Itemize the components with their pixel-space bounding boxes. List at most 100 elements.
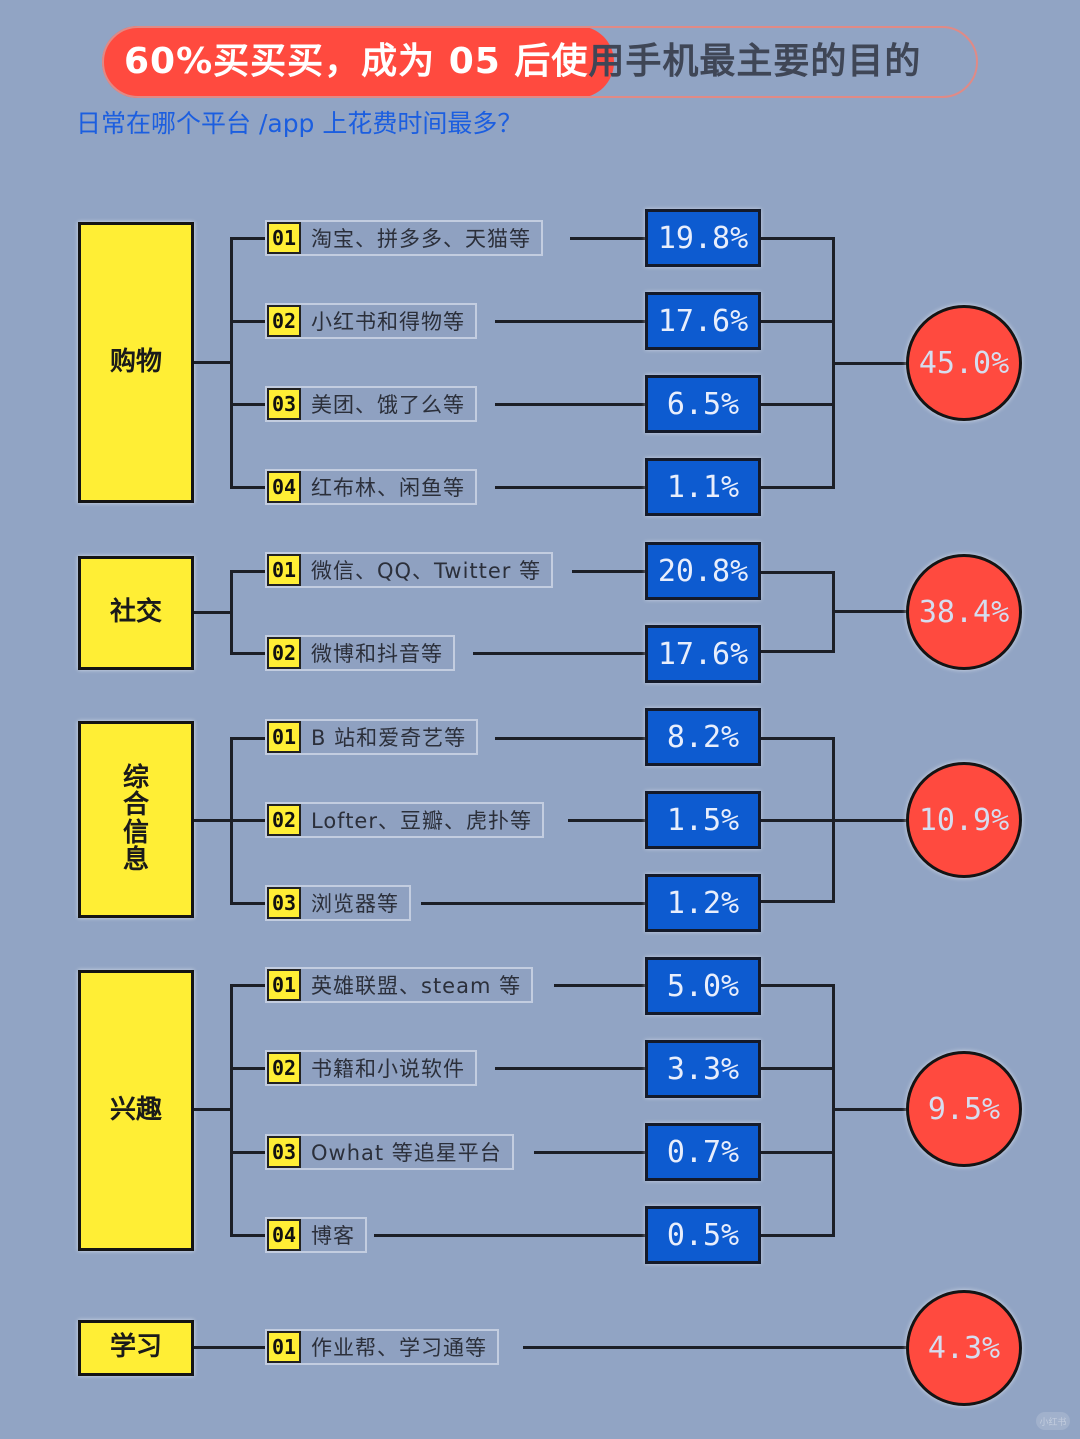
percent-box: 19.8% <box>645 209 761 267</box>
connector <box>194 1346 266 1349</box>
item-number: 01 <box>267 222 301 254</box>
percent-box: 0.5% <box>645 1206 761 1264</box>
percent-box: 1.5% <box>645 791 761 849</box>
connector <box>832 362 908 365</box>
connector <box>194 361 232 364</box>
subtitle: 日常在哪个平台 /app 上花费时间最多？ <box>76 109 523 138</box>
item-number: 02 <box>267 637 301 669</box>
connector <box>230 984 266 987</box>
item-number: 03 <box>267 887 301 919</box>
connector <box>230 486 266 489</box>
watermark: 小红书 <box>1036 1412 1070 1430</box>
list-item: 01 淘宝、拼多多、天猫等 <box>265 220 543 256</box>
category-label: 社交 <box>109 597 162 628</box>
connector <box>230 237 266 240</box>
item-number: 02 <box>267 1052 301 1084</box>
item-label: 红布林、闲鱼等 <box>311 476 465 500</box>
item-label: 微博和抖音等 <box>311 642 443 666</box>
percent-box: 8.2% <box>645 708 761 766</box>
connector <box>230 1234 266 1237</box>
category-box: 兴趣 <box>78 970 194 1251</box>
list-item: 02 小红书和得物等 <box>265 303 477 339</box>
list-item: 02 书籍和小说软件 <box>265 1050 477 1086</box>
item-number: 02 <box>267 804 301 836</box>
list-item: 02 微博和抖音等 <box>265 635 455 671</box>
item-number: 03 <box>267 388 301 420</box>
connector <box>761 486 835 489</box>
connector <box>230 819 266 822</box>
connector <box>761 571 835 574</box>
connector <box>374 1234 646 1237</box>
connector <box>761 403 835 406</box>
list-item: 03 美团、饿了么等 <box>265 386 477 422</box>
connector <box>761 237 835 240</box>
list-item: 01 微信、QQ、Twitter 等 <box>265 552 554 588</box>
connector <box>761 1067 835 1070</box>
item-number: 01 <box>267 554 301 586</box>
connector <box>421 902 646 905</box>
percent-box: 5.0% <box>645 957 761 1015</box>
category-box: 综合信息 <box>78 721 194 918</box>
item-label: B 站和爱奇艺等 <box>311 726 467 750</box>
list-item: 01 B 站和爱奇艺等 <box>265 719 479 755</box>
connector <box>473 652 646 655</box>
connector <box>523 1346 908 1349</box>
connector <box>832 610 908 613</box>
item-label: 浏览器等 <box>311 892 399 916</box>
connector <box>832 1108 908 1111</box>
item-label: 微信、QQ、Twitter 等 <box>311 559 542 583</box>
item-label: 淘宝、拼多多、天猫等 <box>311 227 531 251</box>
connector <box>761 320 835 323</box>
total-circle: 9.5% <box>906 1051 1022 1167</box>
connector <box>495 1067 646 1070</box>
list-item: 03 浏览器等 <box>265 885 411 921</box>
connector <box>230 902 266 905</box>
connector <box>230 320 266 323</box>
item-label: 美团、饿了么等 <box>311 393 465 417</box>
connector <box>534 1151 646 1154</box>
title-rest-text: 用手机最主要的目的 <box>588 41 922 82</box>
total-circle: 45.0% <box>906 305 1022 421</box>
list-item: 01 英雄联盟、steam 等 <box>265 967 534 1003</box>
list-item: 04 红布林、闲鱼等 <box>265 469 477 505</box>
percent-box: 0.7% <box>645 1123 761 1181</box>
connector <box>495 737 646 740</box>
connector <box>761 1234 835 1237</box>
total-circle: 10.9% <box>906 762 1022 878</box>
list-item: 01 作业帮、学习通等 <box>265 1329 499 1365</box>
connector <box>194 611 232 614</box>
connector <box>832 819 908 822</box>
list-item: 03 Owhat 等追星平台 <box>265 1134 514 1170</box>
connector <box>230 237 233 489</box>
item-label: 作业帮、学习通等 <box>311 1336 487 1360</box>
item-number: 01 <box>267 721 301 753</box>
item-number: 03 <box>267 1136 301 1168</box>
item-number: 02 <box>267 305 301 337</box>
connector <box>554 984 646 987</box>
connector <box>194 819 232 822</box>
connector <box>570 237 646 240</box>
connector <box>761 650 835 653</box>
item-label: 小红书和得物等 <box>311 310 465 334</box>
connector <box>230 737 266 740</box>
category-label: 学习 <box>109 1332 162 1363</box>
total-circle: 4.3% <box>906 1290 1022 1406</box>
percent-box: 6.5% <box>645 375 761 433</box>
connector <box>568 819 646 822</box>
connector <box>572 570 646 573</box>
connector <box>761 819 835 822</box>
percent-box: 1.1% <box>645 458 761 516</box>
connector <box>761 984 835 987</box>
title-highlight-fill <box>102 26 614 98</box>
category-label: 兴趣 <box>109 1094 162 1125</box>
connector <box>495 486 646 489</box>
connector <box>230 1067 266 1070</box>
list-item: 02 Lofter、豆瓣、虎扑等 <box>265 802 544 838</box>
percent-box: 3.3% <box>645 1040 761 1098</box>
percent-box: 17.6% <box>645 292 761 350</box>
item-label: 博客 <box>311 1224 355 1248</box>
percent-box: 17.6% <box>645 625 761 683</box>
item-number: 01 <box>267 969 301 1001</box>
category-label: 综合信息 <box>122 762 149 875</box>
connector <box>230 570 233 655</box>
